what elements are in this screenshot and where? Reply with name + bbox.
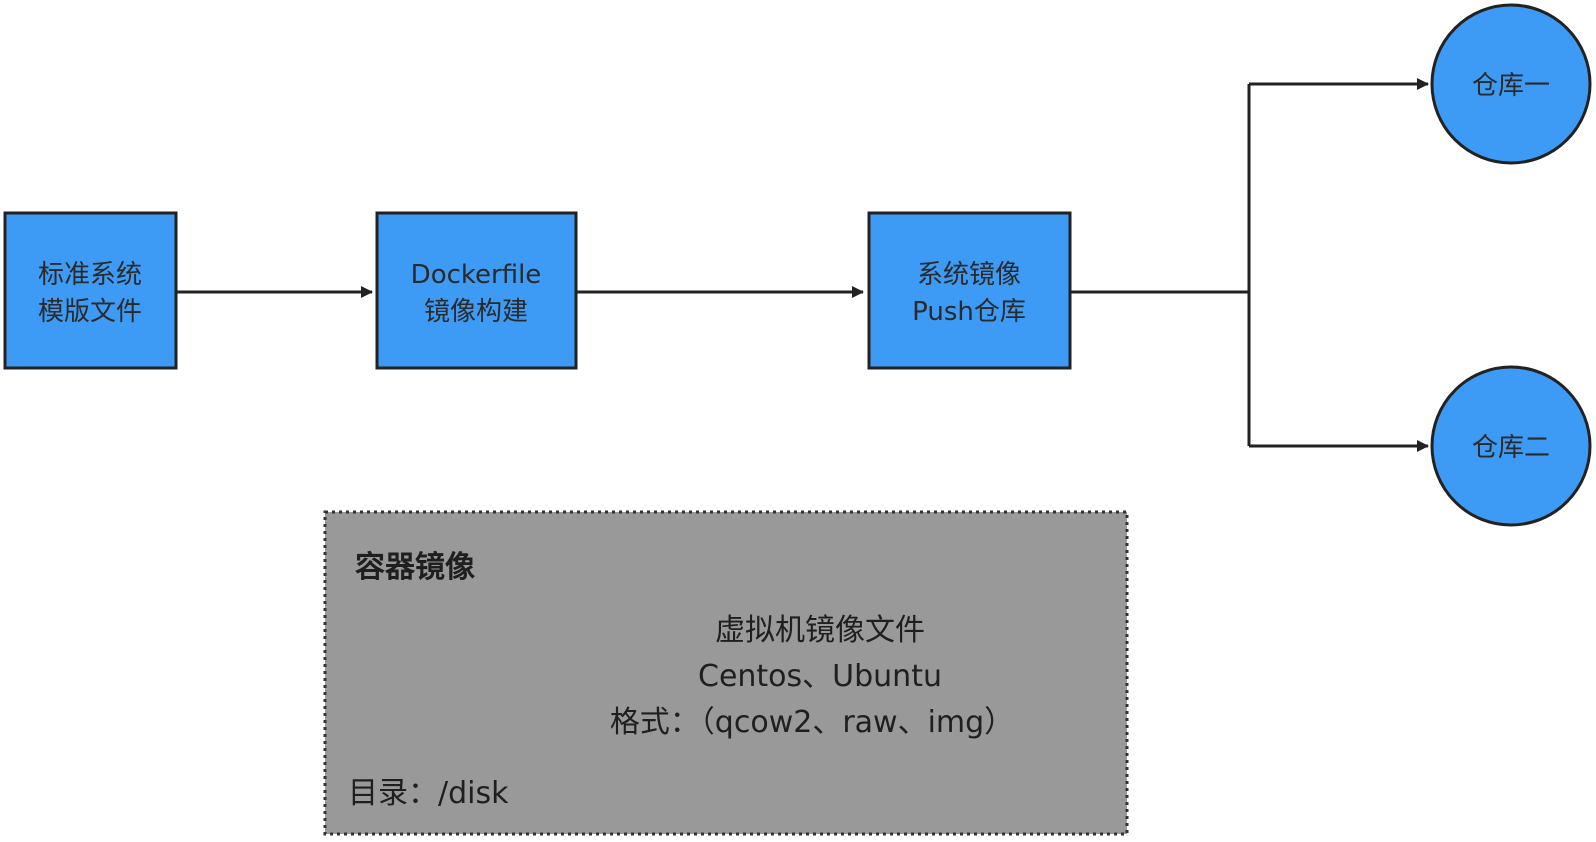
node-template-line1: 标准系统 <box>38 260 142 290</box>
node-repo2-label: 仓库二 <box>1472 433 1550 463</box>
note-format: 格式：（qcow2、raw、img） <box>610 705 1014 740</box>
node-repo1-label: 仓库一 <box>1472 71 1550 101</box>
node-push-line2: Push仓库 <box>912 297 1026 327</box>
node-repo1: 仓库一 <box>1430 3 1592 165</box>
node-push-line1: 系统镜像 <box>917 260 1021 290</box>
node-repo2: 仓库二 <box>1430 365 1592 527</box>
node-build-line1: Dockerfile <box>411 260 542 290</box>
note-directory: 目录：/disk <box>348 776 509 811</box>
node-template: 标准系统 模版文件 <box>3 211 178 370</box>
note-os-list: Centos、Ubuntu <box>698 659 942 694</box>
node-build-line2: 镜像构建 <box>424 297 528 327</box>
node-build: Dockerfile 镜像构建 <box>375 211 578 370</box>
node-template-line2: 模版文件 <box>38 297 142 327</box>
note-box: 容器镜像 虚拟机镜像文件 Centos、Ubuntu 格式：（qcow2、raw… <box>323 510 1129 836</box>
node-push: 系统镜像 Push仓库 <box>867 211 1072 370</box>
note-title: 容器镜像 <box>355 550 475 585</box>
note-vm-title: 虚拟机镜像文件 <box>715 613 925 648</box>
